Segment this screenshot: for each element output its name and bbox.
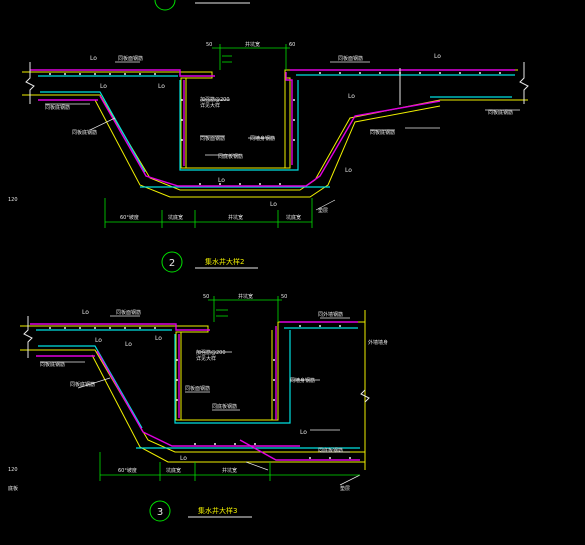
- detail-3-top-rebar: [36, 327, 360, 449]
- d3-callout-top-bar: 同板面钢筋: [116, 309, 141, 316]
- d3-dim-bottom-a: 60°坡度: [118, 467, 137, 474]
- d2-lap-3: Lo: [158, 83, 165, 90]
- detail-2-title-block: 2 集水井大样2: [161, 251, 258, 273]
- d2-side-mark: 120: [8, 197, 18, 203]
- d3-dim-top-left: 50: [203, 294, 209, 300]
- d3-callout-pit-floor: 同底板钢筋: [212, 403, 237, 410]
- detail-2-dimensions: [104, 44, 313, 228]
- detail-2-concrete-outline: [22, 69, 528, 198]
- detail-2: 50 井坑宽 60 60°坡度 坑底宽 井坑宽 坑底宽 120 Lo Lo Lo…: [8, 41, 529, 273]
- d3-lap-5: Lo: [180, 455, 187, 462]
- d2-dim-bottom-a: 60°坡度: [120, 214, 139, 221]
- d2-dim-bottom-d: 坑底宽: [286, 214, 301, 221]
- d2-lap-2: Lo: [100, 83, 107, 90]
- detail-2-leaders: [45, 61, 520, 211]
- previous-detail-fragment: [154, 0, 250, 11]
- d3-dim-top-mid: 井坑宽: [238, 293, 253, 300]
- d3-side-mark: 120: [8, 467, 18, 473]
- d2-callout-inner-wall: 同板面钢筋: [200, 135, 225, 142]
- d3-callout-bottom-bar: 同板底钢筋: [40, 361, 65, 368]
- d2-dim-top-left: 50: [206, 42, 212, 48]
- d2-lap-5: Lo: [345, 167, 352, 174]
- d2-callout-right-bottom: 同板底钢筋: [488, 109, 513, 116]
- d3-callout-cushion: 垫层: [340, 485, 350, 492]
- d2-lap-7: Lo: [270, 201, 277, 208]
- d2-lap-4: Lo: [348, 93, 355, 100]
- detail-3-rebar-dots: [49, 325, 351, 459]
- d3-lap-2: Lo: [95, 337, 102, 344]
- detail-2-bottom-rebar: [30, 69, 515, 187]
- d2-callout-top-bar: 同板面钢筋: [118, 55, 143, 62]
- detail-3: 50 井坑宽 50 60°坡度 坑底宽 井坑宽 120 底板 Lo Lo Lo …: [8, 293, 388, 522]
- d3-callout-inner-wall: 同板面钢筋: [185, 385, 210, 392]
- d3-lap-4: Lo: [125, 341, 132, 348]
- d3-callout-pit-wall: 同墙身钢筋: [290, 377, 315, 384]
- d2-lap-8: Lo: [434, 53, 441, 60]
- d2-dim-top-right: 60: [289, 42, 295, 48]
- d2-dim-bottom-c: 井坑宽: [228, 214, 243, 221]
- d3-callout-wall-floor: 同底板钢筋: [318, 447, 343, 454]
- d2-dim-bottom-b: 坑底宽: [168, 214, 183, 221]
- detail-2-rebar-dots: [49, 72, 501, 185]
- d2-callout-pit-floor: 同底板钢筋: [218, 153, 243, 160]
- d3-dim-bottom-b: 坑底宽: [166, 467, 181, 474]
- d2-dim-top-mid: 井坑宽: [245, 41, 260, 48]
- d3-callout-wall-label: 外墙墙身: [368, 339, 388, 346]
- d3-number: 3: [157, 507, 163, 518]
- d2-number: 2: [169, 258, 175, 269]
- d3-title: 集水井大样3: [198, 506, 237, 515]
- d2-title: 集水井大样2: [205, 257, 244, 266]
- d2-callout-cushion: 垫层: [318, 207, 328, 214]
- d2-lap-6: Lo: [218, 177, 225, 184]
- detail-3-break-marks: [23, 316, 370, 403]
- d2-callout-slope-bar: 同板底钢筋: [72, 129, 97, 136]
- detail-2-break-marks: [25, 62, 529, 105]
- detail-3-title-block: 3 集水井大样3: [149, 500, 252, 522]
- d3-side-note: 底板: [8, 485, 18, 492]
- d3-dim-bottom-c: 井坑宽: [222, 467, 237, 474]
- detail-3-bottom-rebar: [30, 321, 360, 461]
- detail-3-leaders: [40, 315, 361, 486]
- d3-dim-top-right: 50: [281, 294, 287, 300]
- d2-lap-1: Lo: [90, 55, 97, 62]
- detail-2-top-rebar: [38, 74, 515, 188]
- d3-callout-slope-bar: 同板底钢筋: [70, 381, 95, 388]
- detail-3-dimensions: [99, 296, 360, 481]
- detail-3-concrete-outline: [20, 310, 366, 470]
- d3-lap-1: Lo: [82, 309, 89, 316]
- d2-callout-pit-wall: 同墙身钢筋: [250, 135, 275, 142]
- d3-lap-6: Lo: [300, 429, 307, 436]
- detail-2-labels: 50 井坑宽 60 60°坡度 坑底宽 井坑宽 坑底宽 120 Lo Lo Lo…: [8, 41, 513, 221]
- d3-callout-wall-bar: 同外墙钢筋: [318, 311, 343, 318]
- d2-callout-bottom-bar: 同板底钢筋: [45, 104, 70, 111]
- d2-callout-right-top: 同板面钢筋: [338, 55, 363, 62]
- d2-callout-right-slope: 同板底钢筋: [370, 129, 395, 136]
- detail-3-labels: 50 井坑宽 50 60°坡度 坑底宽 井坑宽 120 底板 Lo Lo Lo …: [8, 293, 388, 492]
- d3-lap-3: Lo: [155, 335, 162, 342]
